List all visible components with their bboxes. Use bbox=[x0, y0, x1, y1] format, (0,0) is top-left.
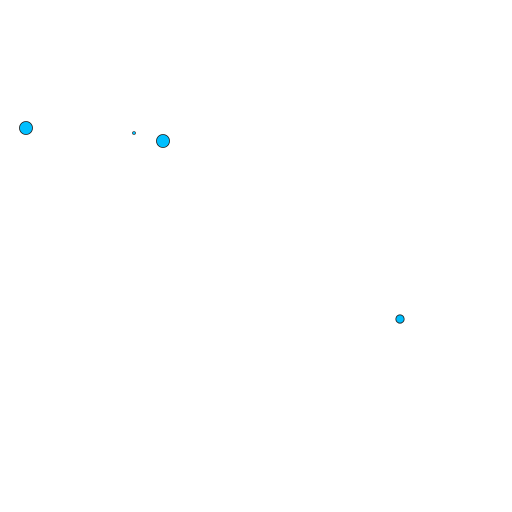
map-marker-2[interactable] bbox=[132, 131, 136, 135]
map-marker-4[interactable] bbox=[395, 314, 405, 324]
map-marker-1[interactable] bbox=[19, 121, 33, 135]
map-marker-3[interactable] bbox=[156, 134, 170, 148]
marker-layer bbox=[19, 121, 405, 324]
